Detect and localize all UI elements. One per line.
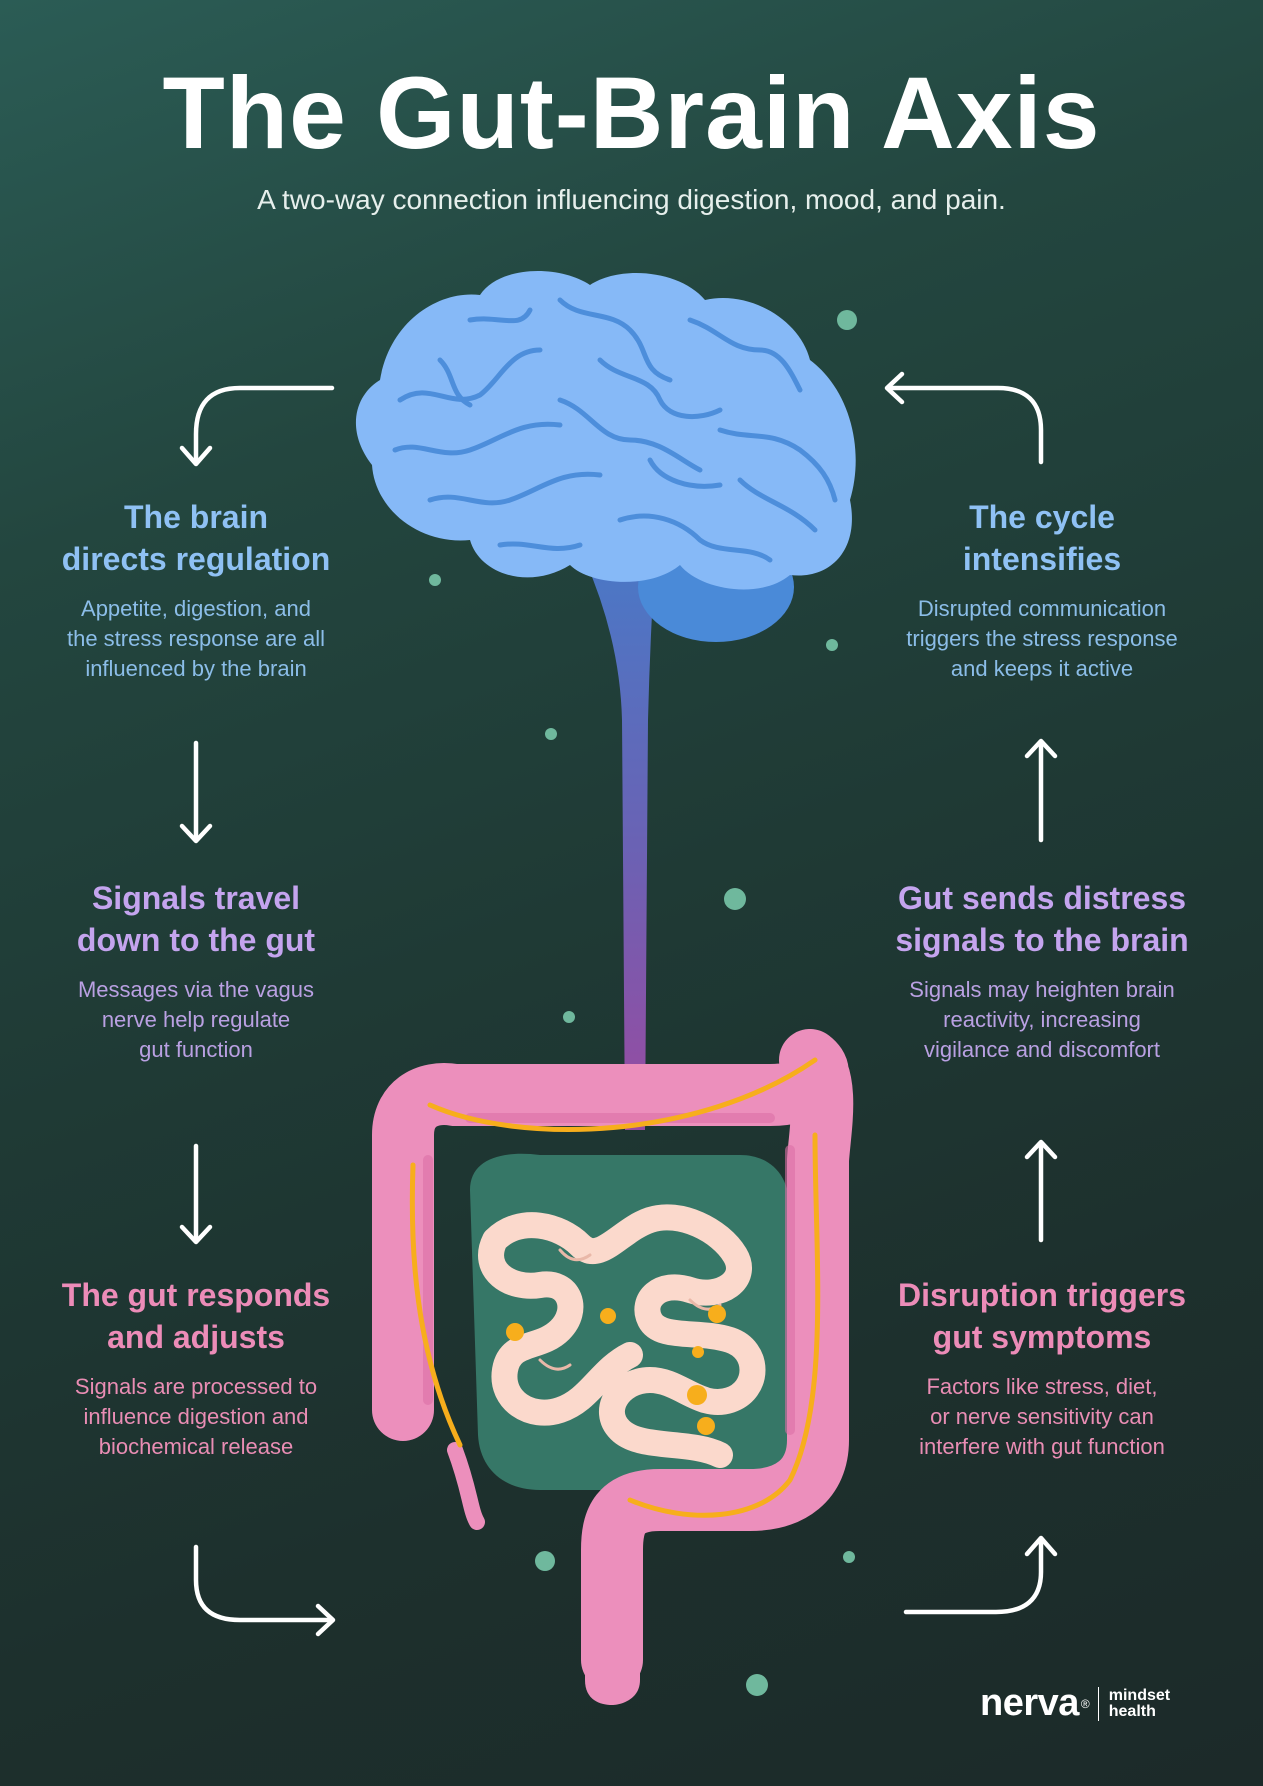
brain-folds (392, 297, 838, 563)
nutrient-dot (692, 1346, 704, 1358)
decorative-dots (429, 310, 857, 1696)
step-cycle-intensifies: The cycle intensifies Disrupted communic… (872, 497, 1212, 683)
step-heading: The gut responds and adjusts (61, 1277, 331, 1355)
step-heading: The cycle intensifies (962, 499, 1122, 577)
step-description: Messages via the vagus nerve help regula… (77, 977, 315, 1062)
arrow-down-left-1 (179, 740, 213, 844)
cycle-arrows (179, 371, 1058, 1637)
logo-tagline: mindset health (1108, 1686, 1171, 1720)
decorative-dot (429, 574, 441, 586)
decorative-dot (746, 1674, 768, 1696)
arrow-gut-to-right (903, 1535, 1058, 1615)
page-subtitle: A two-way connection influencing digesti… (257, 184, 1006, 215)
step-gut-distress: Gut sends distress signals to the brain … (872, 878, 1212, 1064)
nutrient-dot (506, 1323, 524, 1341)
decorative-dot (843, 1551, 855, 1563)
decorative-dot (837, 310, 857, 330)
nutrient-dot (687, 1385, 707, 1405)
brain-stem (585, 560, 655, 1130)
decorative-dot (826, 639, 838, 651)
brain-icon (355, 271, 856, 642)
step-description: Signals are processed to influence diges… (74, 1374, 318, 1459)
colon (372, 1029, 854, 1691)
step-description: Appetite, digestion, and the stress resp… (66, 596, 326, 681)
arrow-left-to-gut (193, 1544, 336, 1637)
decorative-dot (545, 728, 557, 740)
nutrient-dot (697, 1417, 715, 1435)
step-description: Signals may heighten brain reactivity, i… (909, 977, 1175, 1062)
step-heading: Signals travel down to the gut (76, 880, 316, 958)
logo-wordmark: nerva (980, 1682, 1079, 1724)
step-description: Disrupted communication triggers the str… (906, 596, 1178, 681)
brand-logo: nerva ® mindset health (980, 1682, 1170, 1725)
step-signals-down: Signals travel down to the gut Messages … (36, 878, 356, 1064)
page-title: The Gut-Brain Axis (162, 56, 1101, 170)
decorative-dot (563, 1011, 575, 1023)
intestines-icon (372, 1029, 854, 1705)
arrow-brain-to-left (179, 385, 335, 467)
rectum (585, 1560, 640, 1705)
appendix (447, 1442, 485, 1530)
nutrient-dot (708, 1305, 726, 1323)
arrow-down-left-2 (179, 1143, 213, 1245)
step-heading: Gut sends distress signals to the brain (895, 880, 1189, 958)
arrow-up-right-2 (1024, 738, 1058, 843)
arrow-right-to-brain (884, 371, 1044, 465)
arrow-up-right-1 (1024, 1139, 1058, 1243)
step-description: Factors like stress, diet, or nerve sens… (919, 1374, 1165, 1459)
step-heading: The brain directs regulation (61, 499, 331, 577)
step-gut-responds: The gut responds and adjusts Signals are… (36, 1275, 356, 1461)
logo-registered-mark: ® (1080, 1696, 1090, 1711)
enteric-nerve (409, 1057, 821, 1518)
small-intestine (478, 1204, 766, 1468)
logo-divider (1097, 1686, 1099, 1721)
decorative-dot (724, 888, 746, 910)
nutrient-dot (600, 1308, 616, 1324)
nutrient-dots (506, 1305, 726, 1435)
step-disruption: Disruption triggers gut symptoms Factors… (872, 1275, 1212, 1461)
step-heading: Disruption triggers gut symptoms (897, 1277, 1186, 1355)
decorative-dot (535, 1551, 555, 1571)
step-brain-directs: The brain directs regulation Appetite, d… (36, 497, 356, 683)
